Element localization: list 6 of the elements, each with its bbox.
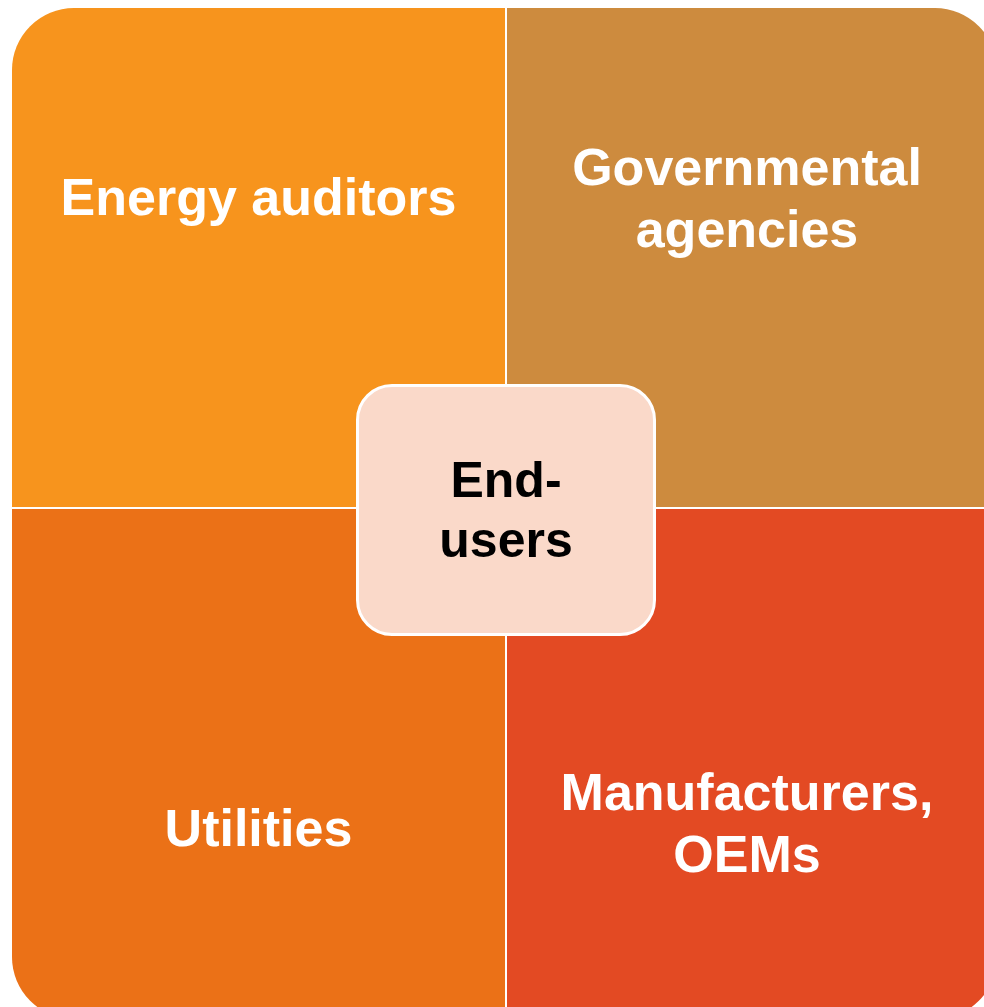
quadrant-label: Energy auditors [60,167,457,228]
center-label: End-users [438,451,574,570]
quadrant-label: Governmental agencies [571,137,923,261]
quadrant-label: Utilities [164,798,353,859]
quadrant-label: Manufacturers, OEMs [559,762,935,886]
center-box [356,384,656,636]
